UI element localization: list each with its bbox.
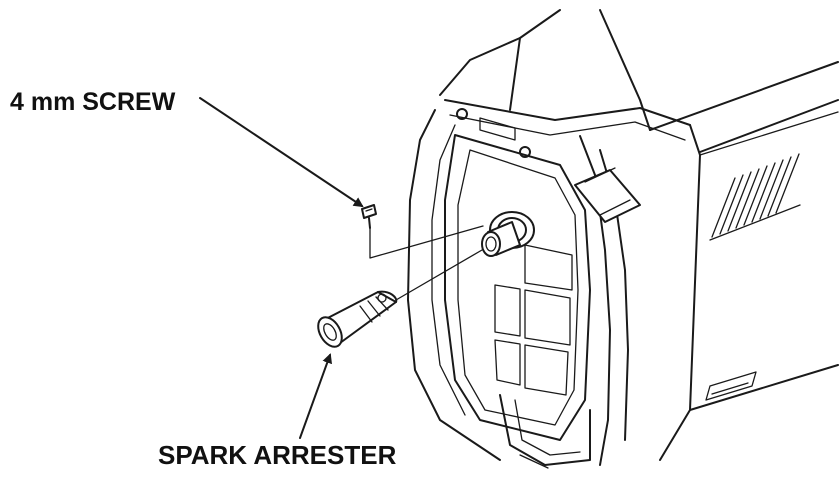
assembly-guide-lines <box>369 225 484 301</box>
muffler-protector <box>444 134 591 441</box>
exhaust-pipe <box>481 221 521 257</box>
screw-callout-arrow <box>199 97 364 208</box>
logo-mark <box>705 371 757 401</box>
vent-slots <box>709 153 801 241</box>
screw-part <box>361 204 377 229</box>
generator-body <box>407 9 839 469</box>
spark-arrester-part <box>317 290 398 348</box>
screw-label: 4 mm SCREW <box>10 88 176 116</box>
spark-arrester-callout-arrow <box>299 353 332 439</box>
spark-arrester-label: SPARK ARRESTER <box>158 440 397 470</box>
